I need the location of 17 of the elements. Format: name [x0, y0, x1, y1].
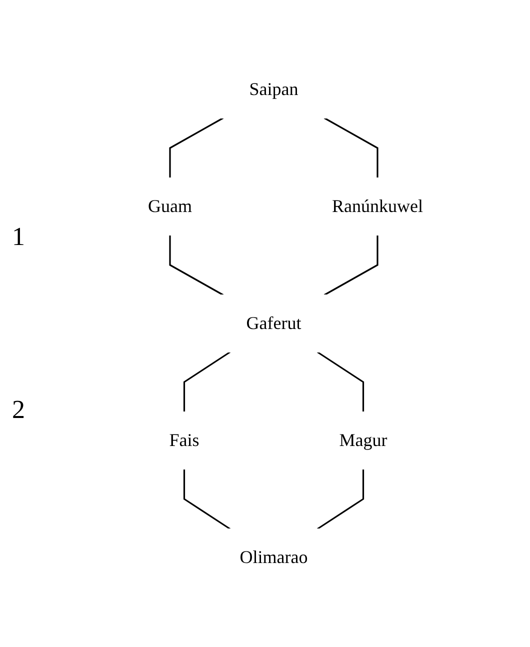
node-text: Fais	[168, 430, 199, 450]
row-number: 1	[11, 222, 26, 252]
node-text: Gaferut	[246, 313, 301, 333]
connector	[168, 117, 224, 178]
connector	[182, 351, 230, 412]
connector	[316, 351, 364, 412]
connector	[168, 235, 224, 296]
connector	[182, 469, 230, 530]
node-text: Ranúnkuwel	[332, 196, 422, 216]
node-text: Saipan	[248, 79, 298, 99]
node-text: Guam	[148, 196, 192, 216]
connector	[323, 235, 378, 296]
node-text: Olimarao	[239, 547, 308, 567]
row-number: 2	[11, 395, 26, 426]
node-text: Magur	[338, 430, 387, 450]
connector	[316, 469, 364, 530]
connector	[323, 117, 378, 178]
